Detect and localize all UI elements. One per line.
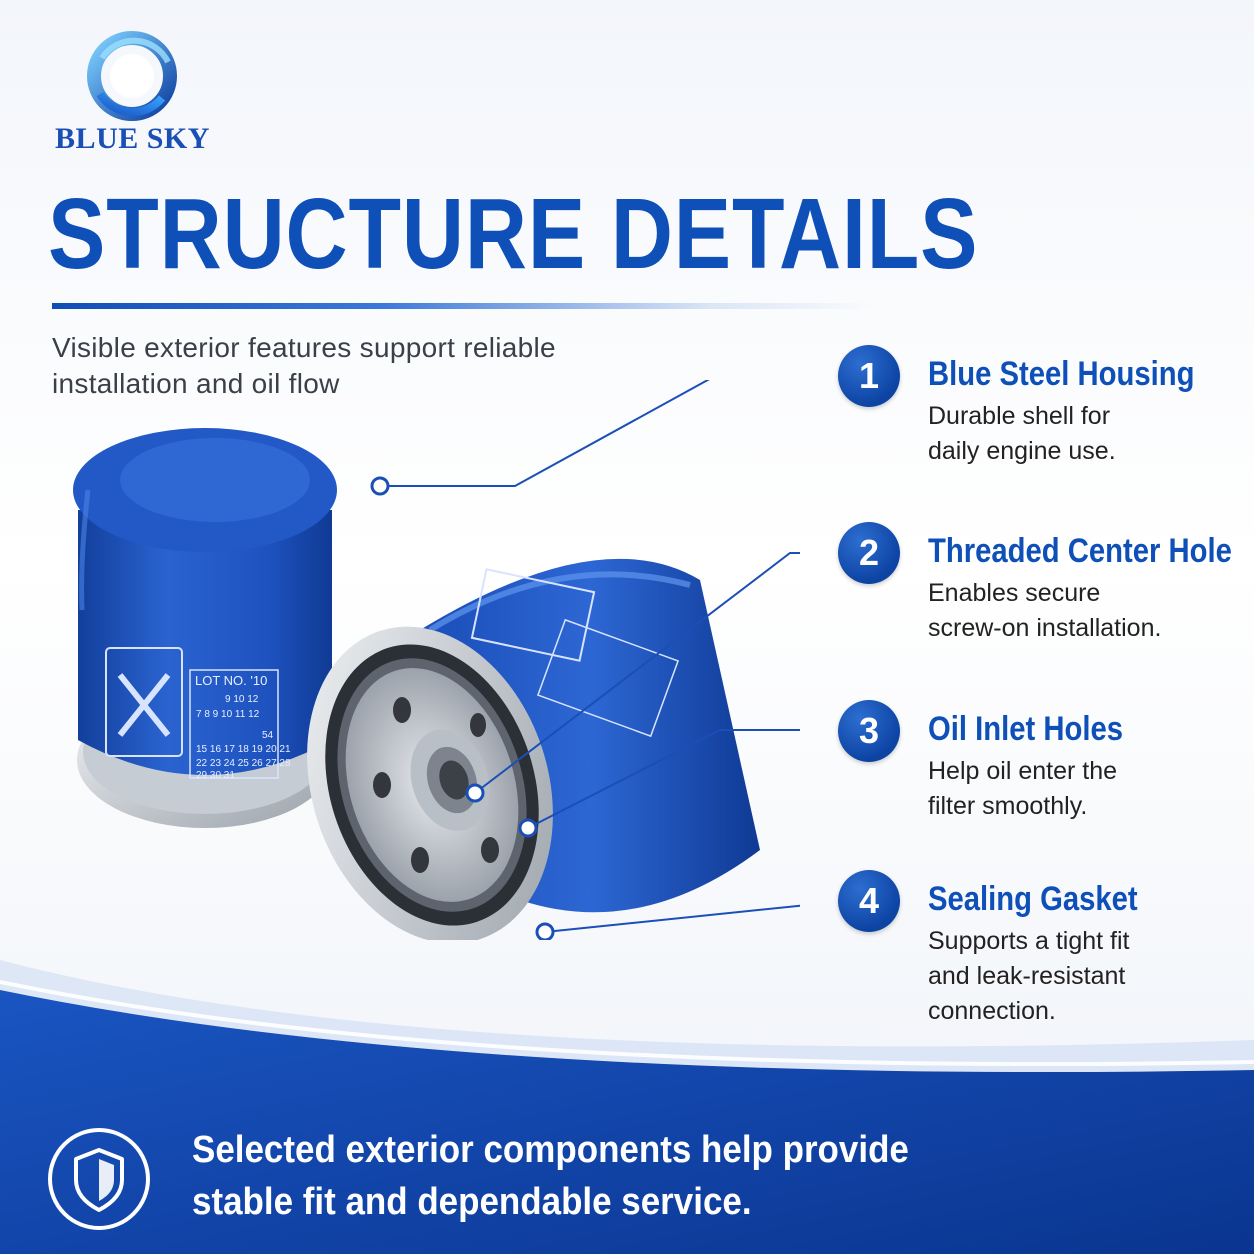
feature-desc-line: connection.	[928, 997, 1056, 1025]
feature-item-2: 2 Threaded Center Hole Enables secure sc…	[838, 522, 1238, 642]
feature-item-4: 4 Sealing Gasket Supports a tight fit an…	[838, 870, 1238, 1025]
feature-number-badge: 1	[838, 345, 900, 407]
feature-desc-line: daily engine use.	[928, 437, 1116, 465]
lot-number-text: LOT NO. '10	[195, 673, 267, 688]
footer-line-1: Selected exterior components help provid…	[192, 1129, 909, 1171]
lot-row-3: 54	[262, 730, 274, 741]
subtitle-line-1: Visible exterior features support reliab…	[52, 332, 556, 363]
feature-description: Help oil enter the filter smoothly.	[928, 754, 1208, 824]
lot-row-6: 29 30 31	[196, 770, 235, 781]
feature-desc-line: filter smoothly.	[928, 792, 1088, 820]
feature-number-badge: 3	[838, 700, 900, 762]
lot-row-5: 22 23 24 25 26 27 28	[196, 758, 291, 769]
page-title: STRUCTURE DETAILS	[48, 178, 979, 290]
feature-number-badge: 2	[838, 522, 900, 584]
product-illustration: LOT NO. '10 9 10 12 7 8 9 10 11 12 54 15…	[73, 380, 800, 940]
rear-filter: LOT NO. '10 9 10 12 7 8 9 10 11 12 54 15…	[73, 428, 337, 828]
feature-desc-line: and leak-resistant	[928, 962, 1126, 990]
front-filter	[307, 558, 760, 940]
feature-title: Blue Steel Housing	[928, 355, 1195, 393]
feature-desc-line: Help oil enter the	[928, 757, 1118, 785]
title-underline	[52, 303, 872, 309]
shield-check-icon	[48, 1128, 150, 1230]
lot-row-1: 9 10 12	[225, 694, 259, 705]
feature-title: Sealing Gasket	[928, 880, 1138, 918]
feature-desc-line: Durable shell for	[928, 402, 1111, 430]
lot-row-2: 7 8 9 10 11 12	[196, 709, 260, 720]
brand-name: BLUE SKY	[55, 122, 210, 155]
subtitle-line-2: installation and oil flow	[52, 368, 340, 399]
feature-number-badge: 4	[838, 870, 900, 932]
feature-desc-line: Enables secure	[928, 579, 1101, 607]
footer-line-2: stable fit and dependable service.	[192, 1181, 752, 1223]
feature-description: Enables secure screw-on installation.	[928, 576, 1208, 646]
page-subtitle: Visible exterior features support reliab…	[52, 330, 672, 402]
feature-desc-line: Supports a tight fit	[928, 927, 1130, 955]
feature-description: Durable shell for daily engine use.	[928, 399, 1208, 469]
callout-dots	[370, 476, 555, 940]
feature-item-1: 1 Blue Steel Housing Durable shell for d…	[838, 345, 1238, 465]
feature-description: Supports a tight fit and leak-resistant …	[928, 924, 1208, 1029]
callout-lines	[380, 380, 800, 933]
feature-title: Oil Inlet Holes	[928, 710, 1123, 748]
ring-logo-icon	[87, 31, 177, 121]
feature-item-3: 3 Oil Inlet Holes Help oil enter the fil…	[838, 700, 1238, 820]
footer-statement: Selected exterior components help provid…	[192, 1124, 946, 1228]
feature-desc-line: screw-on installation.	[928, 614, 1162, 642]
lot-row-4: 15 16 17 18 19 20 21	[196, 744, 291, 755]
brand-logo: BLUE SKY	[50, 28, 215, 158]
feature-title: Threaded Center Hole	[928, 532, 1232, 570]
footer-wave-band	[0, 960, 1254, 1254]
